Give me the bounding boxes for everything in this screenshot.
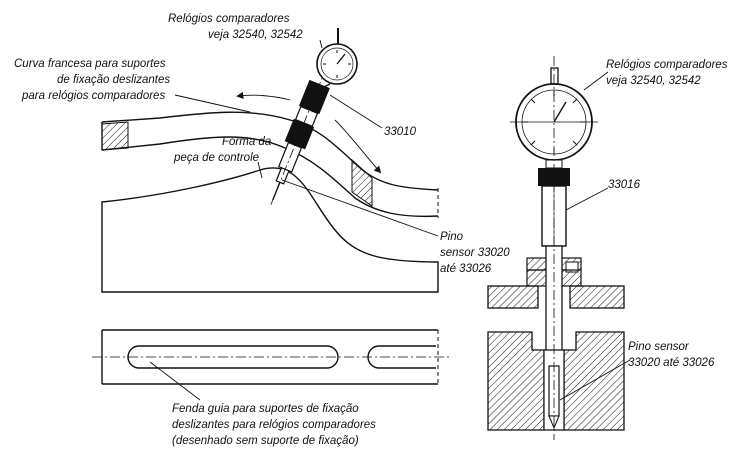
leader-curve: [174, 94, 251, 113]
motion-arrow-left: [236, 91, 291, 101]
leader-form: [257, 161, 263, 179]
label-33010: 33010: [384, 126, 417, 138]
label-pin-left-3: até 33026: [440, 263, 492, 275]
leader-pin-left: [281, 179, 439, 237]
dial-gauge-icon: [316, 28, 358, 91]
section-view: [487, 56, 631, 440]
curve-rail-top: [101, 111, 439, 191]
label-dial-right-2: veja 32540, 32542: [606, 75, 701, 87]
workpiece-left: [487, 331, 545, 431]
leader-slot: [149, 361, 201, 401]
label-pin-right-1: Pino sensor: [628, 341, 690, 353]
label-slot-1: Fenda guia para suportes de fixação: [172, 403, 359, 415]
curve-rail-bottom: [101, 136, 439, 218]
label-curve-1: Curva francesa para suportes: [14, 58, 166, 70]
rail-hatch-right: [351, 158, 373, 207]
label-slot-3: (desenhado sem suporte de fixação): [172, 435, 359, 447]
leader-33016: [565, 187, 609, 211]
rail-plate-right: [569, 285, 625, 309]
label-pin-left-2: sensor 33020: [440, 247, 510, 259]
leader-33010: [329, 94, 383, 129]
leader-pin-right: [559, 359, 631, 401]
label-dial-top-2: veja 32540, 32542: [208, 29, 303, 41]
label-form-1: Forma da: [222, 136, 271, 148]
rail-plate-left: [487, 285, 539, 309]
label-curve-2: de fixação deslizantes: [57, 74, 170, 86]
french-curve-assembly: [101, 28, 439, 293]
rail-hatch-left: [101, 121, 129, 151]
label-curve-3: para relógios comparadores: [21, 90, 165, 102]
leader-dial-right: [583, 71, 609, 91]
label-dial-top-1: Relógios comparadores: [168, 13, 290, 25]
label-dial-right-1: Relógios comparadores: [606, 59, 728, 71]
guide-slot-view: [92, 329, 450, 401]
label-slot-2: deslizantes para relógios comparadores: [172, 419, 376, 431]
motion-arrow-right: [334, 119, 382, 174]
label-pin-right-2: 33020 até 33026: [628, 357, 715, 369]
control-part-outline: [101, 167, 439, 293]
label-form-2: peça de controle: [173, 152, 259, 164]
label-pin-left-1: Pino: [440, 231, 464, 243]
label-33016: 33016: [608, 179, 641, 191]
leader-dial-top: [319, 39, 323, 49]
